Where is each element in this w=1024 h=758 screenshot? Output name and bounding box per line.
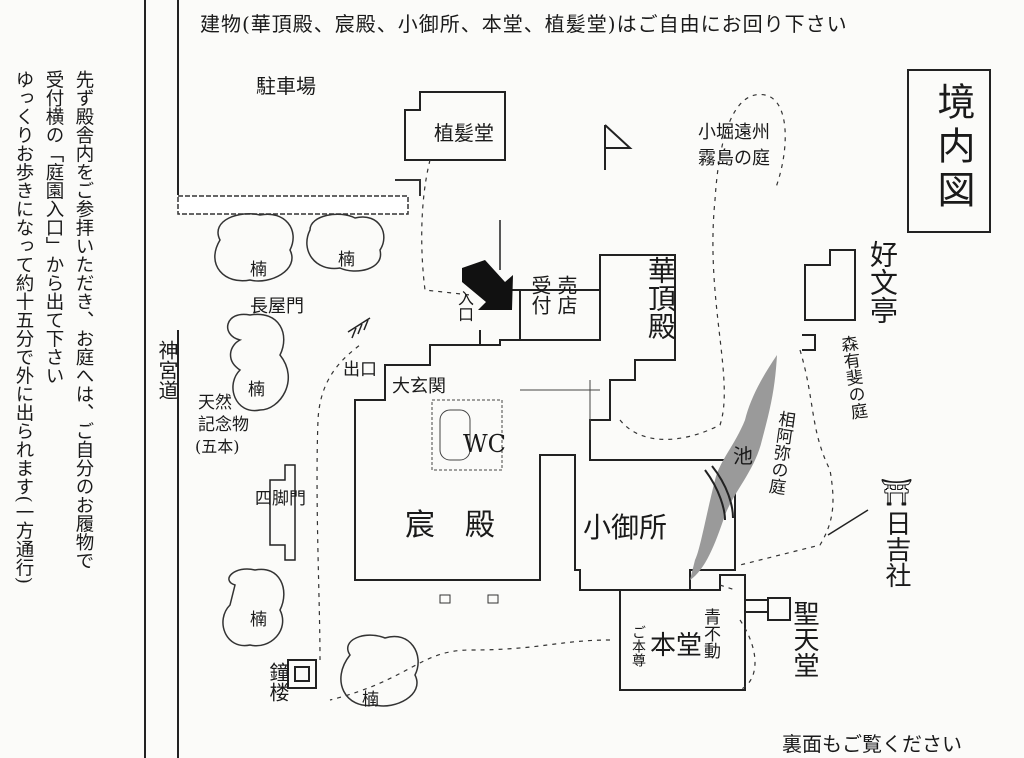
road-label: 神宮道 (155, 340, 179, 400)
shikyakumon-gate (269, 464, 296, 561)
pond-label: 池 (733, 444, 753, 468)
instructions: 先ず殿舎内をご参拝いただき、お庭へは、ご自分のお履物で 受付横の「庭園入口」から… (8, 70, 98, 710)
reception-building (510, 289, 601, 341)
entrance-arrow-icon (462, 260, 513, 310)
natural-monument-label: 記念物 (198, 415, 249, 435)
shoro-building (287, 659, 317, 689)
courtyard (431, 399, 503, 471)
instruction-line: 受付横の「庭園入口」から出て下さい (43, 70, 64, 385)
camphor-trees (214, 213, 419, 707)
kogosho-label[interactable]: 小御所 (583, 511, 668, 544)
torii-icon: ⛩ (880, 478, 914, 508)
north-arrow-icon (604, 124, 633, 170)
walking-route (316, 93, 834, 701)
stone-wall (177, 195, 409, 215)
shokado-building (404, 91, 506, 161)
shokado-label[interactable]: 植髪堂 (434, 121, 494, 145)
hondo-building (619, 574, 746, 691)
entrance-label[interactable]: 入口 (455, 290, 474, 322)
shotendo-label[interactable]: 聖天堂 (789, 600, 819, 678)
honzon-label: ご本尊 (630, 625, 646, 667)
kirishima-garden-label[interactable]: 霧島の庭 (698, 148, 770, 169)
hiyoshi-label[interactable]: 日吉社 (881, 510, 911, 588)
natural-monument-label: 天然 (198, 393, 232, 413)
instruction-line: 先ず殿舎内をご参拝いただき、お庭へは、ご自分のお履物で (73, 70, 94, 570)
instruction-line: ゆっくりお歩きになって約十五分で外に出られます(一方通行) (13, 70, 34, 584)
hondo-label[interactable]: 本堂 (650, 631, 703, 661)
parking-label[interactable]: 駐車場 (256, 74, 316, 98)
bridge (704, 465, 734, 521)
kobori-label: 小堀遠州 (698, 122, 770, 143)
reception-label[interactable]: 受付 (528, 275, 552, 315)
pond (690, 355, 777, 580)
shop-label[interactable]: 売店 (554, 275, 578, 315)
kachoden-label[interactable]: 華頂殿 (644, 256, 677, 340)
double-arrow (827, 509, 869, 536)
shikyakumon-label[interactable]: 四脚門 (255, 489, 306, 509)
exit-gate (347, 317, 371, 339)
kobuntei-building (804, 249, 856, 321)
aofudo-label: 青不動 (700, 608, 720, 659)
nagayamon-label[interactable]: 長屋門 (250, 296, 304, 317)
genkan-label[interactable]: 大玄関 (392, 376, 446, 397)
exit-label[interactable]: 出口 (343, 360, 377, 380)
camphor-label: 楠 (338, 250, 355, 270)
wc-label[interactable]: WC (463, 430, 507, 458)
header-note: 建物(華頂殿、宸殿、小御所、本堂、植髪堂)はご自由にお回り下さい (200, 12, 848, 36)
shinden-label[interactable]: 宸 殿 (405, 508, 495, 543)
main-complex (354, 254, 736, 591)
title-box (907, 69, 991, 233)
camphor-label: 楠 (250, 260, 267, 280)
camphor-label: 楠 (362, 690, 379, 710)
shoro-label[interactable]: 鐘楼 (266, 662, 290, 702)
shotendo-building (767, 597, 791, 621)
camphor-label: 楠 (250, 610, 267, 630)
natural-monument-label: (五本) (195, 437, 240, 456)
map-title: 境内図 (931, 82, 975, 214)
kobuntei-label[interactable]: 好文亭 (866, 240, 899, 324)
footer-note: 裏面もご覧ください (782, 732, 962, 756)
camphor-label: 楠 (248, 380, 265, 400)
